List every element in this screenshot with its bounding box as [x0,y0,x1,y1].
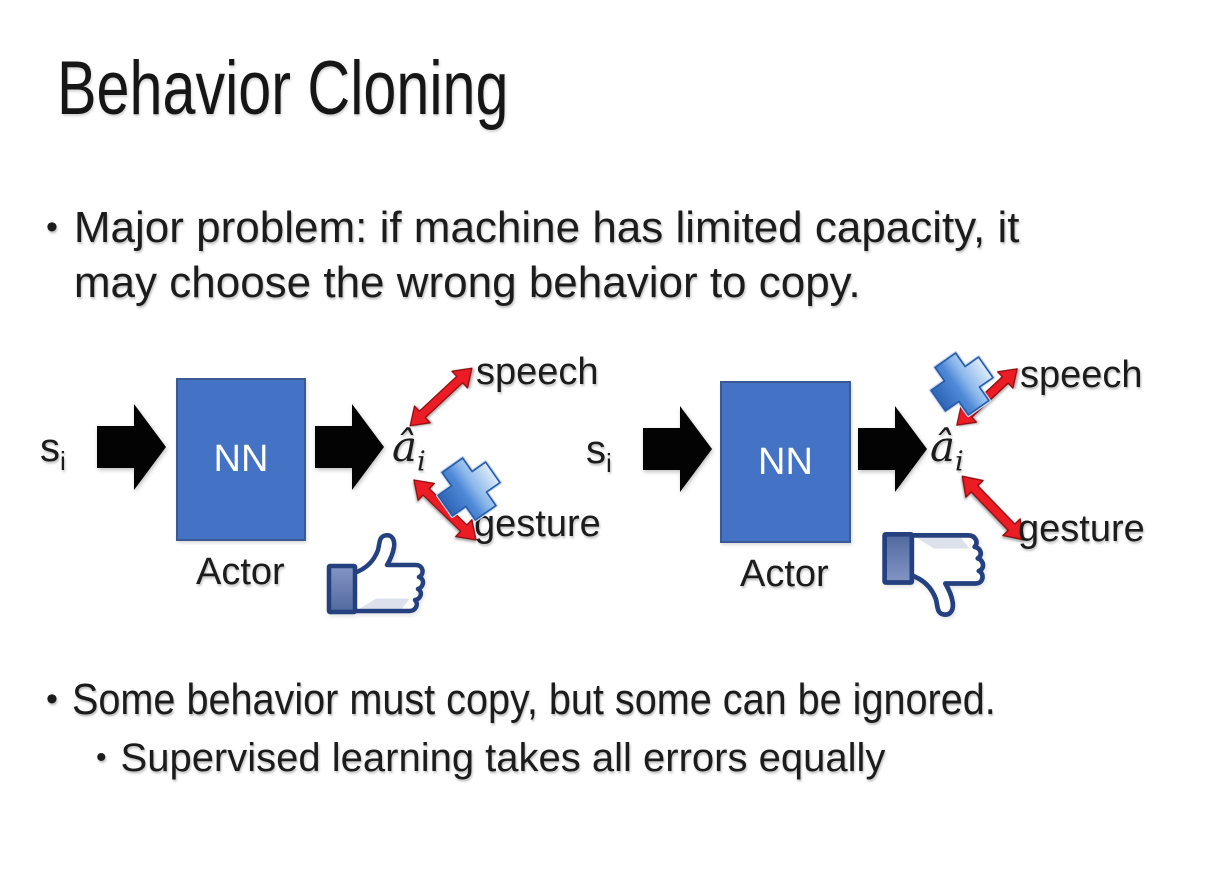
left-state-label: si [40,426,66,483]
right-state-label: si [586,428,612,485]
page-title-text: Behavior Cloning [57,46,509,131]
bullet-text: Some behavior must copy, but some can be… [71,675,996,724]
nn-label: NN [758,440,813,483]
left-actor-label: Actor [196,551,285,593]
right-cross-out-icon [924,346,1000,422]
thumbs-down-icon [879,527,997,617]
page-title: Behavior Cloning [57,44,636,134]
bullet-major-problem: • Major problem: if machine has limited … [46,200,1046,310]
left-input-arrow-icon [97,399,167,495]
bullet-marker: • [46,680,58,718]
left-cross-out-icon [431,451,507,527]
state-subscript: i [606,448,612,478]
right-nn-box: NN [720,381,851,543]
right-speech-label: speech [1020,354,1143,396]
sub-bullet-supervised-learning: • Supervised learning takes all errors e… [96,733,885,783]
bullet-text: Major problem: if machine has limited ca… [73,203,1020,307]
right-action-label: âi [930,424,964,485]
thumbs-up-icon [323,533,437,619]
right-gesture-label: gesture [1018,508,1145,550]
left-output-arrow-icon [315,399,385,495]
action-symbol: â [930,422,956,471]
action-subscript: i [417,446,426,478]
right-output-arrow-icon [858,401,928,497]
left-speech-label: speech [476,351,599,393]
bullet-text: Supervised learning takes all errors equ… [120,736,886,780]
left-gesture-double-arrow-icon [403,469,487,552]
left-nn-box: NN [176,378,306,541]
bullet-marker: • [96,741,107,774]
right-gesture-double-arrow-icon [951,465,1035,551]
state-symbol: s [586,428,606,472]
left-action-label: âi [392,424,426,485]
left-gesture-label: gesture [474,503,601,545]
left-speech-double-arrow-icon [399,357,482,437]
nn-label: NN [213,438,269,480]
action-subscript: i [955,446,964,478]
state-symbol: s [40,426,60,470]
right-actor-label: Actor [740,553,829,595]
bullet-marker: • [46,208,58,246]
bullet-some-behavior: • Some behavior must copy, but some can … [46,672,1098,727]
right-input-arrow-icon [643,401,713,497]
state-subscript: i [60,446,66,476]
action-symbol: â [392,422,418,471]
